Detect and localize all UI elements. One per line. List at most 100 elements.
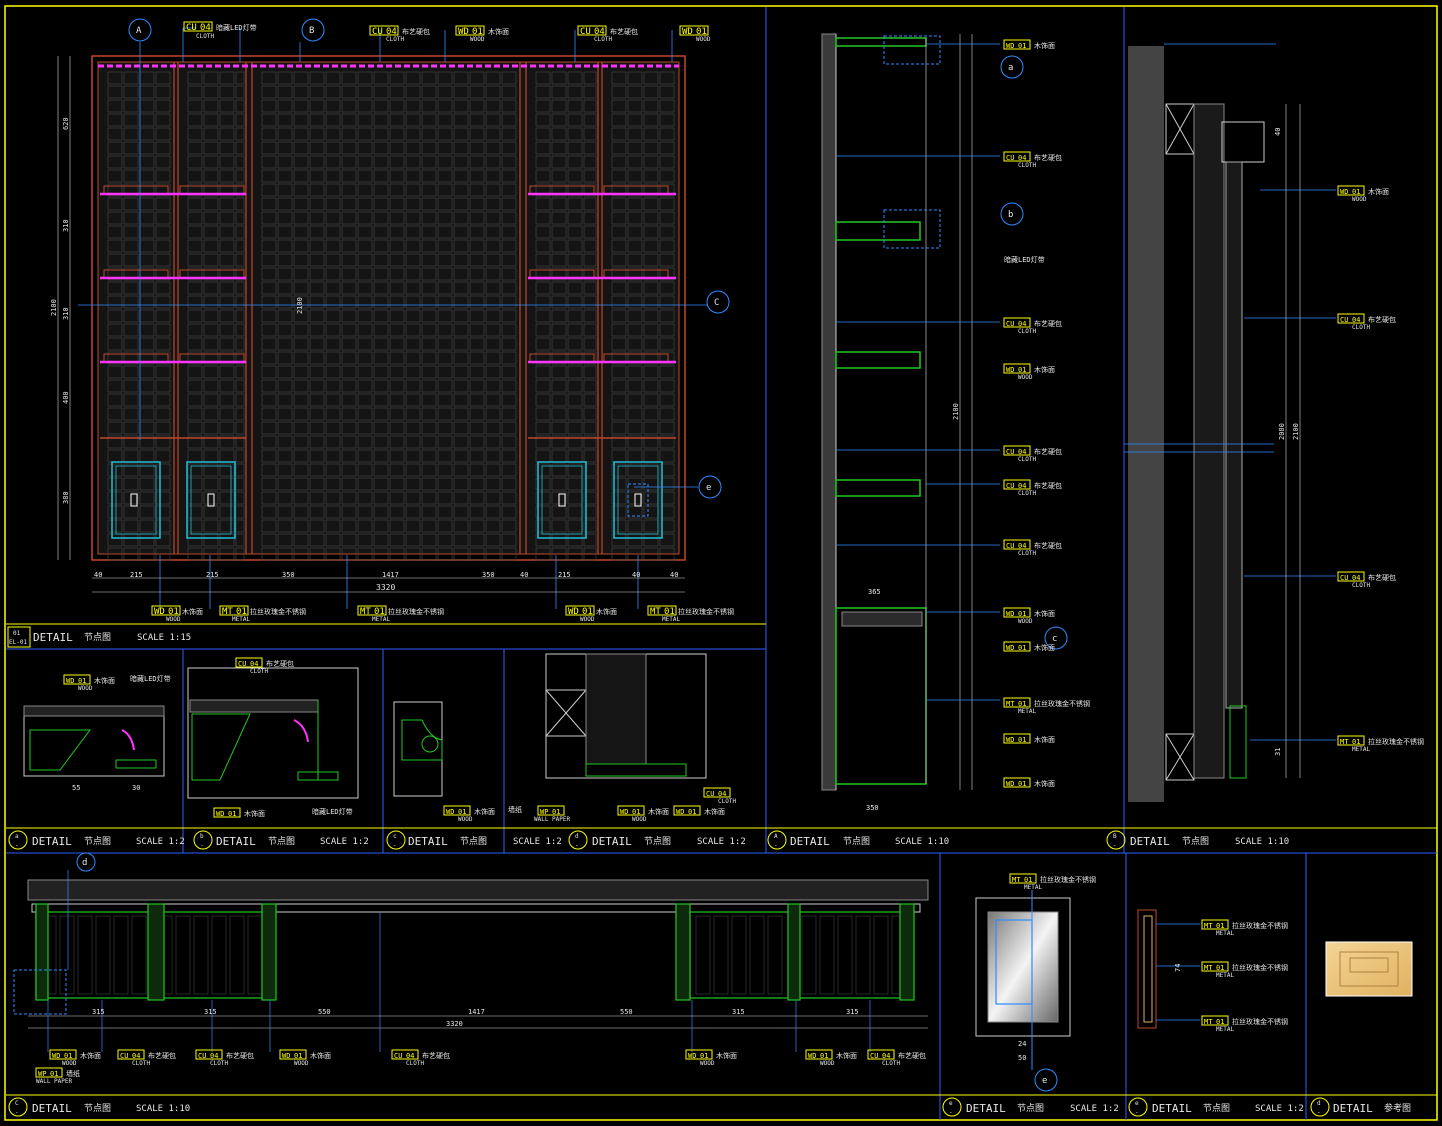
upholstery-tile	[501, 155, 517, 169]
svg-text:01: 01	[1018, 700, 1026, 708]
upholstery-tile	[643, 99, 659, 113]
upholstery-tile	[219, 435, 235, 449]
upholstery-tile	[405, 365, 421, 379]
svg-text:MT: MT	[1006, 700, 1015, 708]
upholstery-tile	[469, 71, 485, 85]
upholstery-tile	[277, 281, 293, 295]
upholstery-tile	[373, 99, 389, 113]
upholstery-tile	[583, 141, 597, 155]
svg-text:MT: MT	[1204, 1018, 1213, 1026]
upholstery-tile	[107, 211, 123, 225]
svg-text:布艺硬包: 布艺硬包	[402, 27, 430, 36]
upholstery-tile	[341, 435, 357, 449]
upholstery-tile	[123, 197, 139, 211]
upholstery-tile	[107, 71, 123, 85]
upholstery-tile	[357, 113, 373, 127]
upholstery-tile	[325, 211, 341, 225]
upholstery-tile	[535, 547, 551, 561]
upholstery-tile	[453, 239, 469, 253]
svg-text:WD: WD	[66, 677, 74, 685]
svg-text:04: 04	[1018, 448, 1026, 456]
plan-tile	[767, 915, 783, 995]
svg-text:24: 24	[1018, 1040, 1026, 1048]
upholstery-tile	[261, 253, 277, 267]
upholstery-tile	[203, 183, 219, 197]
upholstery-tile	[277, 533, 293, 547]
svg-text:a: a	[15, 833, 19, 840]
upholstery-tile	[437, 253, 453, 267]
upholstery-tile	[309, 533, 325, 547]
upholstery-tile	[235, 491, 245, 505]
upholstery-tile	[643, 183, 659, 197]
upholstery-tile	[357, 253, 373, 267]
section-b	[1124, 43, 1336, 802]
svg-text:木饰面: 木饰面	[80, 1051, 101, 1060]
upholstery-tile	[373, 491, 389, 505]
upholstery-tile	[373, 477, 389, 491]
plan-post	[899, 903, 915, 1001]
upholstery-tile	[261, 211, 277, 225]
upholstery-tile	[277, 169, 293, 183]
svg-text:WD: WD	[620, 808, 628, 816]
upholstery-tile	[659, 141, 675, 155]
upholstery-tile	[123, 211, 139, 225]
upholstery-tile	[293, 197, 309, 211]
title-strips	[6, 623, 1437, 1096]
upholstery-tile	[611, 379, 627, 393]
upholstery-tile	[659, 155, 675, 169]
upholstery-tile	[293, 407, 309, 421]
upholstery-tile	[341, 547, 357, 561]
upholstery-tile	[325, 351, 341, 365]
upholstery-tile	[643, 281, 659, 295]
upholstery-tile	[485, 239, 501, 253]
upholstery-tile	[107, 547, 123, 561]
upholstery-tile	[485, 141, 501, 155]
svg-text:WOOD: WOOD	[470, 36, 485, 43]
upholstery-tile	[277, 449, 293, 463]
upholstery-tile	[659, 253, 675, 267]
upholstery-tile	[261, 169, 277, 183]
upholstery-tile	[659, 379, 675, 393]
upholstery-tile	[453, 225, 469, 239]
upholstery-tile	[123, 239, 139, 253]
upholstery-tile	[485, 407, 501, 421]
upholstery-tile	[611, 407, 627, 421]
svg-text:WOOD: WOOD	[62, 1060, 77, 1067]
upholstery-tile	[325, 519, 341, 533]
upholstery-tile	[583, 309, 597, 323]
upholstery-tile	[535, 519, 551, 533]
upholstery-tile	[357, 323, 373, 337]
upholstery-tile	[357, 225, 373, 239]
upholstery-tile	[203, 225, 219, 239]
upholstery-tile	[421, 449, 437, 463]
upholstery-tile	[123, 267, 139, 281]
svg-text:WD: WD	[282, 1052, 290, 1060]
upholstery-tile	[123, 547, 139, 561]
upholstery-tile	[583, 351, 597, 365]
upholstery-tile	[567, 323, 583, 337]
upholstery-tile	[341, 505, 357, 519]
svg-text:WD: WD	[676, 808, 684, 816]
svg-text:-: -	[200, 842, 204, 849]
svg-text:01: 01	[1352, 188, 1360, 196]
upholstery-tile	[309, 127, 325, 141]
upholstery-tile	[405, 449, 421, 463]
upholstery-tile	[535, 113, 551, 127]
svg-text:e: e	[949, 1100, 953, 1107]
svg-text:木饰面: 木饰面	[716, 1051, 737, 1060]
upholstery-tile	[567, 547, 583, 561]
upholstery-tile	[235, 533, 245, 547]
upholstery-tile	[535, 323, 551, 337]
upholstery-tile	[219, 99, 235, 113]
upholstery-tile	[437, 379, 453, 393]
svg-text:01: 01	[696, 27, 707, 37]
upholstery-tile	[469, 127, 485, 141]
upholstery-tile	[277, 519, 293, 533]
upholstery-tile	[277, 225, 293, 239]
upholstery-tile	[627, 365, 643, 379]
upholstery-tile	[405, 169, 421, 183]
svg-text:木饰面: 木饰面	[488, 27, 509, 36]
upholstery-tile	[325, 239, 341, 253]
upholstery-tile	[235, 449, 245, 463]
upholstery-tile	[187, 477, 203, 491]
